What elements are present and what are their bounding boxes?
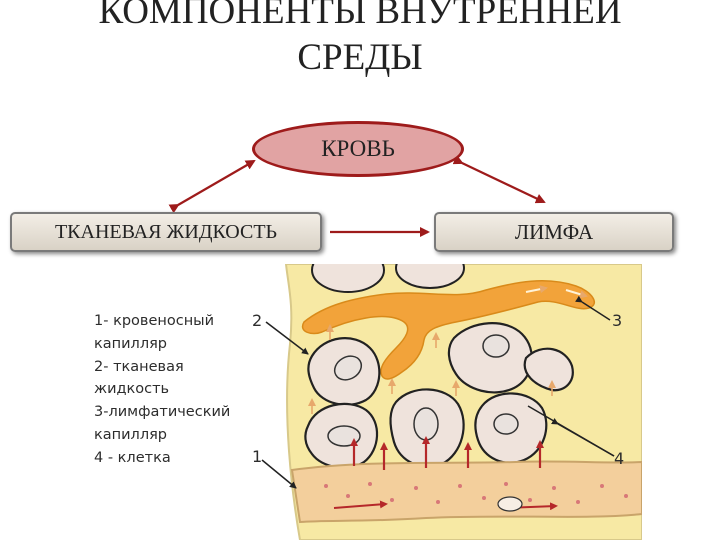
legend-line: капилляр <box>94 426 168 443</box>
lymph-box: ЛИМФА <box>434 212 674 252</box>
figure-legend: 1- кровеносный капилляр 2- тканевая жидк… <box>94 310 254 470</box>
blood-ellipse: КРОВЬ <box>252 121 464 177</box>
cell <box>447 322 533 394</box>
scheme-arrows <box>168 155 546 237</box>
tissue-fluid-box: ТКАНЕВАЯ ЖИДКОСТЬ <box>10 212 322 252</box>
cell-nucleus <box>327 425 361 447</box>
cell <box>497 496 523 512</box>
interstitial-arrows <box>308 324 556 414</box>
cell-nucleus <box>413 407 439 441</box>
legend-line: 4 - клетка <box>94 449 171 466</box>
lymph-flow-arrow <box>565 289 588 299</box>
legend-panel <box>86 264 286 540</box>
legend-line: 2- тканевая <box>94 358 184 375</box>
title-line-2: СРЕДЫ <box>297 37 423 78</box>
callout-3: 3 <box>612 311 622 330</box>
lymphatic-capillary <box>301 280 595 380</box>
lymph-flow-arrow <box>525 285 548 294</box>
cell-nucleus <box>333 355 363 381</box>
cell-nucleus <box>482 334 510 358</box>
arrow-blood-tissue <box>168 159 256 214</box>
title-line-1: КОМПОНЕНТЫ ВНУТРЕННЕЙ <box>98 0 622 32</box>
arrow-blood-lymph <box>452 155 546 204</box>
legend-line: 1- кровеносный <box>94 313 215 329</box>
cell-group <box>304 322 574 469</box>
blood-capillary <box>290 460 642 524</box>
callout-2: 2 <box>252 311 262 330</box>
blood-cells <box>324 482 628 504</box>
cell <box>395 264 465 289</box>
cell <box>311 264 385 293</box>
legend-line: капилляр <box>94 335 168 352</box>
callout-lines <box>261 295 615 489</box>
cell <box>523 347 574 392</box>
blood-flow-arrow <box>333 500 388 509</box>
callout-1: 1 <box>252 447 262 466</box>
legend-line: 3-лимфатический <box>94 404 231 421</box>
filtration-arrows <box>350 436 544 470</box>
cell-nucleus <box>493 413 519 435</box>
legend-line: жидкость <box>94 381 170 398</box>
callout-4: 4 <box>614 449 624 468</box>
tissue-illustration: 2 3 4 1 <box>86 264 642 540</box>
